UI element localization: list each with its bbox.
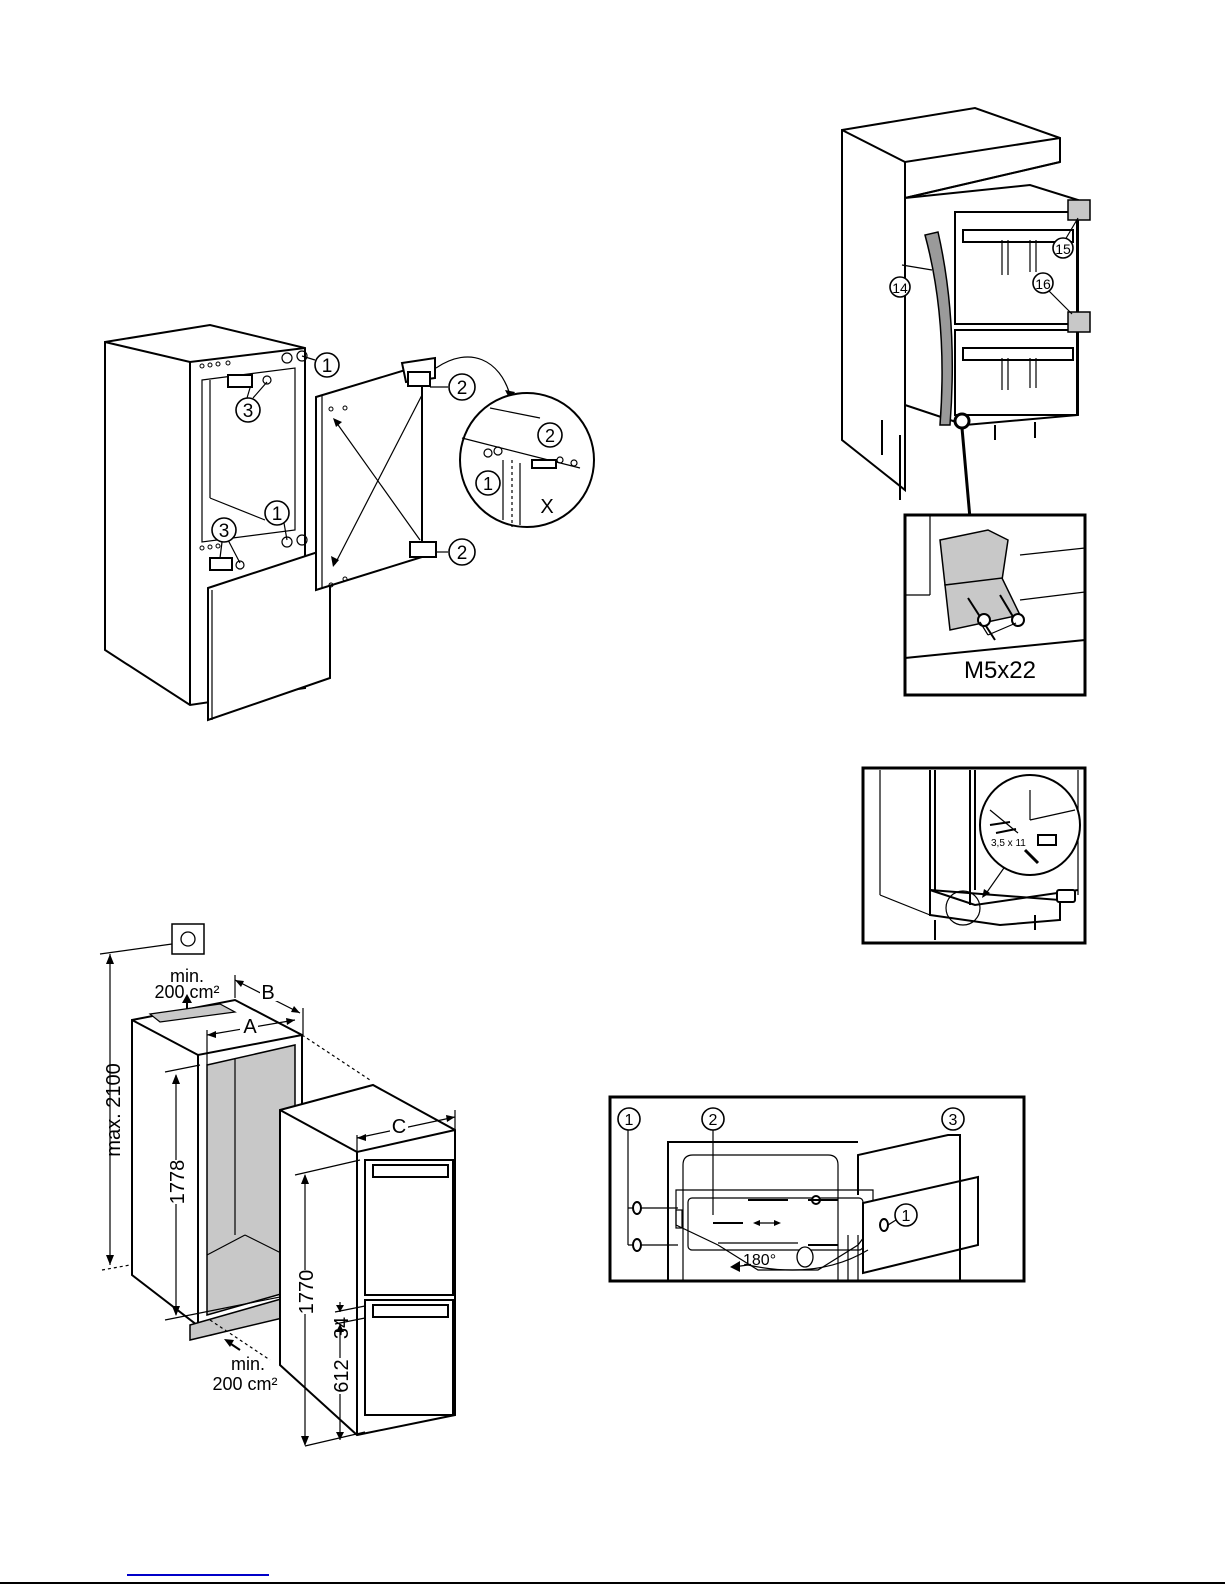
svg-text:2: 2 <box>545 426 555 446</box>
callout-14: 14 <box>889 276 911 298</box>
callout-2-top: 2 <box>448 373 476 401</box>
svg-text:2: 2 <box>457 543 468 564</box>
callout-2: 2 <box>701 1107 725 1131</box>
detail-callout-2: 2 <box>537 422 563 448</box>
hinge-part-16 <box>1067 311 1091 333</box>
dim-lower-compartment: 612 <box>331 1359 353 1392</box>
svg-text:1: 1 <box>322 356 333 377</box>
callout-2-bottom: 2 <box>448 538 476 566</box>
page-bottom-rule <box>0 1582 1225 1584</box>
figure-door-mounting: 1 3 1 3 2 2 2 1 <box>90 320 610 722</box>
dim-b: B <box>261 982 274 1004</box>
base-detail-illustration: 3,5 x 11 <box>861 766 1087 945</box>
dim-gap: 34 <box>331 1317 353 1339</box>
figure-installation-dimensions: max. 2100 min. 200 cm² A B 1778 <box>90 910 470 1450</box>
callout-3-top: 3 <box>235 397 261 423</box>
dim-niche-height: 1778 <box>167 1160 189 1205</box>
callout-16: 16 <box>1032 272 1054 294</box>
door-reversal-illustration: 180° 1 2 3 1 <box>608 1095 1026 1283</box>
dim-a: A <box>243 1016 257 1038</box>
svg-text:1: 1 <box>902 1208 911 1225</box>
dim-c: C <box>392 1116 406 1138</box>
screw-size-label-small: 3,5 x 11 <box>991 838 1026 849</box>
callout-3: 3 <box>941 1107 965 1131</box>
callout-1-right: 1 <box>894 1203 918 1227</box>
screw-size-label: M5x22 <box>964 657 1036 684</box>
callout-1-bottom: 1 <box>264 500 290 526</box>
dimensions-illustration: max. 2100 min. 200 cm² A B 1778 <box>99 923 456 1447</box>
vent-bottom-label-2: 200 cm² <box>212 1374 277 1394</box>
hinge-part-15 <box>1067 199 1091 221</box>
svg-text:1: 1 <box>272 504 283 525</box>
detail-callout-1: 1 <box>475 470 501 496</box>
callout-1-top: 1 <box>314 352 340 378</box>
figure-cabinet-hinges: 14 15 16 M5x22 <box>830 100 1100 700</box>
footer-link-underline[interactable] <box>127 1574 269 1576</box>
svg-text:1: 1 <box>625 1112 634 1129</box>
svg-text:14: 14 <box>892 280 908 296</box>
cabinet-hinges-illustration: 14 15 16 M5x22 <box>841 106 1091 697</box>
dim-max-height: max. 2100 <box>103 1063 125 1156</box>
svg-text:1: 1 <box>483 474 493 494</box>
vent-bottom-label-1: min. <box>231 1354 265 1374</box>
figure-base-detail: 3,5 x 11 <box>860 765 1090 945</box>
callout-15: 15 <box>1052 237 1074 259</box>
door-mounting-illustration: 1 3 1 3 2 2 2 1 <box>104 323 595 722</box>
svg-text:16: 16 <box>1035 276 1051 292</box>
figure-door-reversal: 180° 1 2 3 1 <box>608 1095 1026 1283</box>
rotation-label: 180° <box>743 1252 776 1269</box>
svg-text:3: 3 <box>219 521 230 542</box>
svg-text:3: 3 <box>243 401 254 422</box>
vent-top-label-2: 200 cm² <box>154 982 219 1002</box>
dim-appliance-height: 1770 <box>296 1270 318 1315</box>
power-socket-icon <box>171 923 205 955</box>
svg-text:15: 15 <box>1055 241 1071 257</box>
detail-box-bracket: M5x22 <box>903 513 1087 697</box>
svg-text:2: 2 <box>709 1112 718 1129</box>
detail-magnifier: 2 1 X <box>459 392 595 528</box>
detail-label-x: X <box>540 496 553 518</box>
svg-text:3: 3 <box>949 1112 958 1129</box>
callout-3-bottom: 3 <box>211 517 237 543</box>
callout-1-left: 1 <box>617 1107 641 1131</box>
vent-top-label-1: min. <box>170 966 204 986</box>
svg-text:2: 2 <box>457 378 468 399</box>
